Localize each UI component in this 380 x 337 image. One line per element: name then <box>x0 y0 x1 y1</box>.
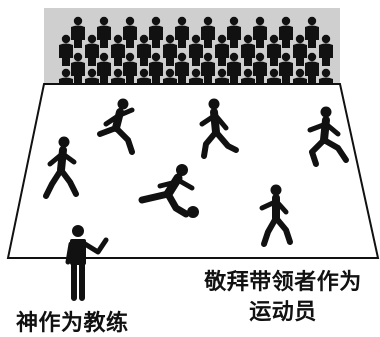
playing-field <box>6 83 380 259</box>
players-caption-line-1: 敬拜带领者作为 <box>204 270 362 295</box>
players <box>43 98 349 247</box>
player-3 <box>307 106 349 167</box>
player-2 <box>199 98 239 159</box>
players-caption: 敬拜带领者作为 运动员 <box>196 268 370 328</box>
player-1 <box>97 98 135 155</box>
soccer-ball-icon <box>187 206 199 218</box>
player-5 <box>138 164 195 218</box>
player-6 <box>259 184 293 247</box>
player-4 <box>43 136 79 199</box>
coach-figure <box>65 225 109 301</box>
coach-caption: 神作为教练 <box>16 311 129 336</box>
players-caption-line-2: 运动员 <box>249 300 317 325</box>
